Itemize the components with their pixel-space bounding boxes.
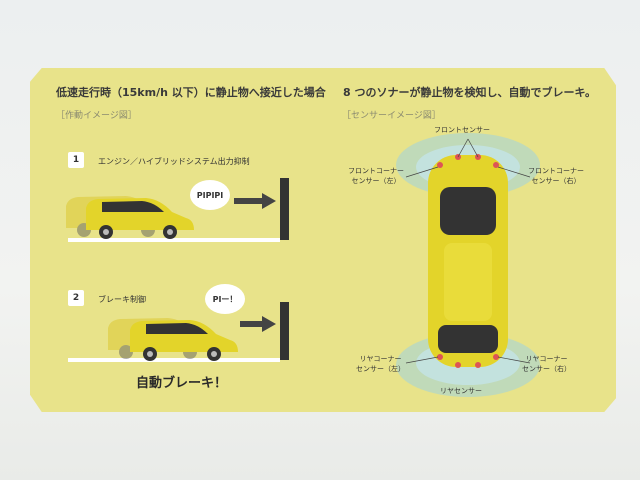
step-1-sound: PIPIPI xyxy=(196,190,224,200)
front-corner-right-line2: センサー（右） xyxy=(531,177,581,185)
step-2-car-icon xyxy=(108,318,238,361)
step-1-number: 1 xyxy=(68,152,84,168)
rear-corner-left-line2: センサー（左） xyxy=(356,365,405,373)
front-sensor-label: フロントセンサー xyxy=(434,126,490,134)
heading-left: 低速走行時（15km/h 以下）に静止物へ接近した場合 xyxy=(56,86,326,99)
sensor-diagram xyxy=(396,133,540,397)
step-2-sound: PIー！ xyxy=(212,294,238,304)
rear-corner-right-line2: センサー（右） xyxy=(522,365,571,373)
step-1-label: エンジン／ハイブリッドシステム出力抑制 xyxy=(98,157,250,166)
auto-brake-label: 自動ブレーキ！ xyxy=(136,376,228,391)
step-1-sound-bubble: PIPIPI xyxy=(190,180,230,210)
front-corner-right-label: フロントコーナー センサー（右） xyxy=(528,166,584,186)
rear-corner-right-label: リヤコーナー センサー（右） xyxy=(522,354,571,374)
caption-right: ［センサーイメージ図］ xyxy=(342,111,441,121)
caption-left: ［作動イメージ図］ xyxy=(56,111,137,121)
front-corner-left-label: フロントコーナー センサー（左） xyxy=(348,166,404,186)
step-1-car-icon xyxy=(66,196,194,239)
rear-corner-right-line1: リヤコーナー xyxy=(525,355,568,363)
front-corner-left-line1: フロントコーナー xyxy=(348,167,404,175)
heading-right: 8 つのソナーが静止物を検知し、自動でブレーキ。 xyxy=(343,86,597,99)
step-1-wall xyxy=(280,178,289,240)
step-2-wall xyxy=(280,302,289,360)
front-corner-right-line1: フロントコーナー xyxy=(528,167,584,175)
rear-sensor-label: リヤセンサー xyxy=(440,387,482,395)
step-2-label: ブレーキ制御 xyxy=(98,295,146,304)
rear-corner-left-label: リヤコーナー センサー（左） xyxy=(356,354,405,374)
step-1-arrow-icon xyxy=(234,193,276,209)
step-2-sound-bubble: PIー！ xyxy=(205,284,245,314)
rear-corner-left-line1: リヤコーナー xyxy=(359,355,402,363)
step-2-arrow-icon xyxy=(240,316,276,332)
step-2-number: 2 xyxy=(68,290,84,306)
step-2-ground xyxy=(68,358,280,362)
step-1-ground xyxy=(68,238,280,242)
front-corner-left-line2: センサー（左） xyxy=(351,177,401,185)
